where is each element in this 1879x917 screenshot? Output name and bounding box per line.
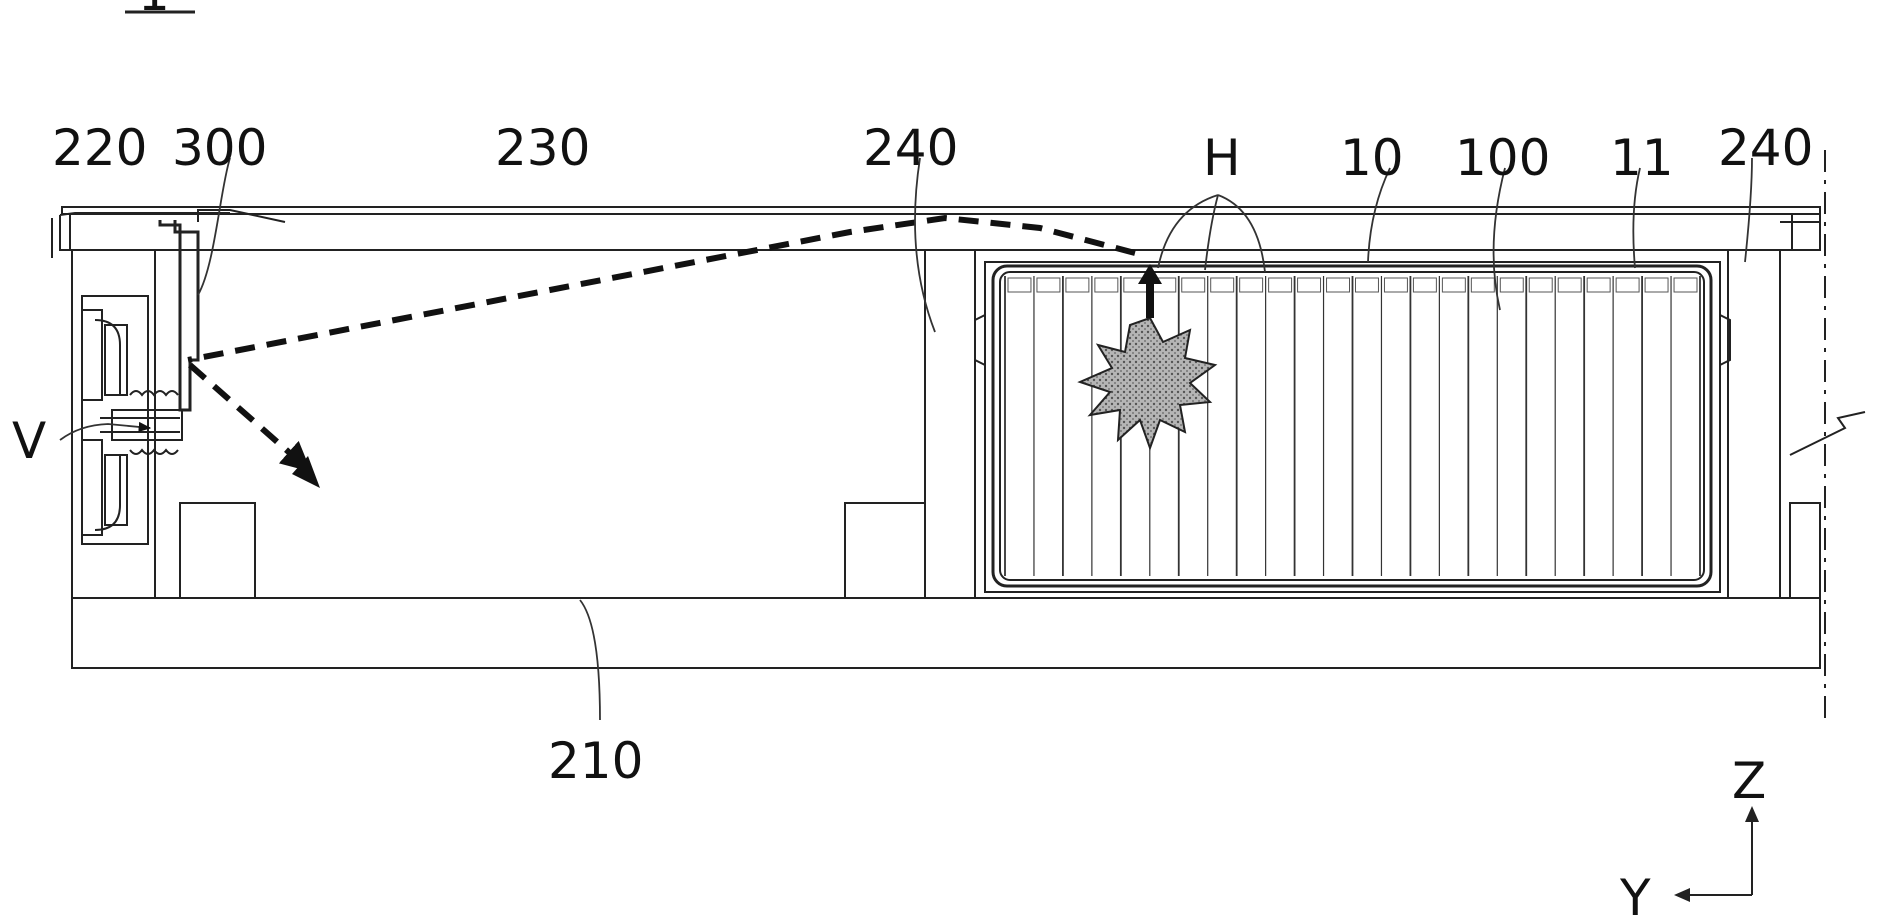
cell-tab <box>1587 278 1610 292</box>
label-H: H <box>1203 129 1241 187</box>
break-symbol <box>1790 412 1865 455</box>
leader-300 <box>198 158 230 295</box>
vent-valve-assembly <box>82 310 182 535</box>
label-240-right: 240 <box>1718 119 1813 177</box>
axis-label-y: Y <box>1619 869 1651 917</box>
coordinate-axes: Z Y <box>1619 752 1766 917</box>
leader-210 <box>580 600 600 720</box>
cell-tab <box>1037 278 1060 292</box>
cell-tab <box>1442 278 1465 292</box>
top-cover-230 <box>62 207 1820 250</box>
label-V: V <box>12 412 46 470</box>
battery-module-10 <box>975 262 1730 592</box>
cell-tab <box>1269 278 1292 292</box>
thermal-event-burst <box>1080 318 1215 448</box>
label-300: 300 <box>172 119 267 177</box>
cell-tab <box>1327 278 1350 292</box>
support-block-left <box>180 503 255 598</box>
leader-H-1 <box>1158 195 1218 268</box>
label-240-left: 240 <box>863 119 958 177</box>
cell-tab <box>1356 278 1379 292</box>
cell-tab <box>1674 278 1697 292</box>
side-wall-220 <box>52 213 230 598</box>
label-220: 220 <box>52 119 147 177</box>
battery-cells-100 <box>1005 276 1700 576</box>
cell-tab <box>1645 278 1668 292</box>
cell-tab <box>1471 278 1494 292</box>
exhaust-duct-300 <box>160 210 285 410</box>
cell-tab <box>1008 278 1031 292</box>
cell-tab <box>1384 278 1407 292</box>
support-block-right <box>1790 503 1820 598</box>
cell-tab <box>1095 278 1118 292</box>
label-210: 210 <box>548 732 643 790</box>
cell-tab <box>1298 278 1321 292</box>
partition-wall-240-left <box>925 250 975 598</box>
figure-header-mark: 1 <box>125 0 195 22</box>
support-block-mid <box>845 503 925 598</box>
cell-tab <box>1558 278 1581 292</box>
cell-tab <box>1182 278 1205 292</box>
label-230: 230 <box>495 119 590 177</box>
cell-tab <box>1240 278 1263 292</box>
leader-100 <box>1494 168 1505 310</box>
cell-tab <box>1066 278 1089 292</box>
base-plate-210 <box>72 598 1820 668</box>
cell-tab <box>1616 278 1639 292</box>
cell-tab <box>1211 278 1234 292</box>
cell-tab <box>1413 278 1436 292</box>
label-100: 100 <box>1455 129 1550 187</box>
partition-wall-240-right <box>1728 250 1780 598</box>
label-11: 11 <box>1610 129 1674 187</box>
cell-tab <box>1500 278 1523 292</box>
cell-tab <box>1529 278 1552 292</box>
axis-label-z: Z <box>1732 752 1766 810</box>
label-10: 10 <box>1340 129 1404 187</box>
